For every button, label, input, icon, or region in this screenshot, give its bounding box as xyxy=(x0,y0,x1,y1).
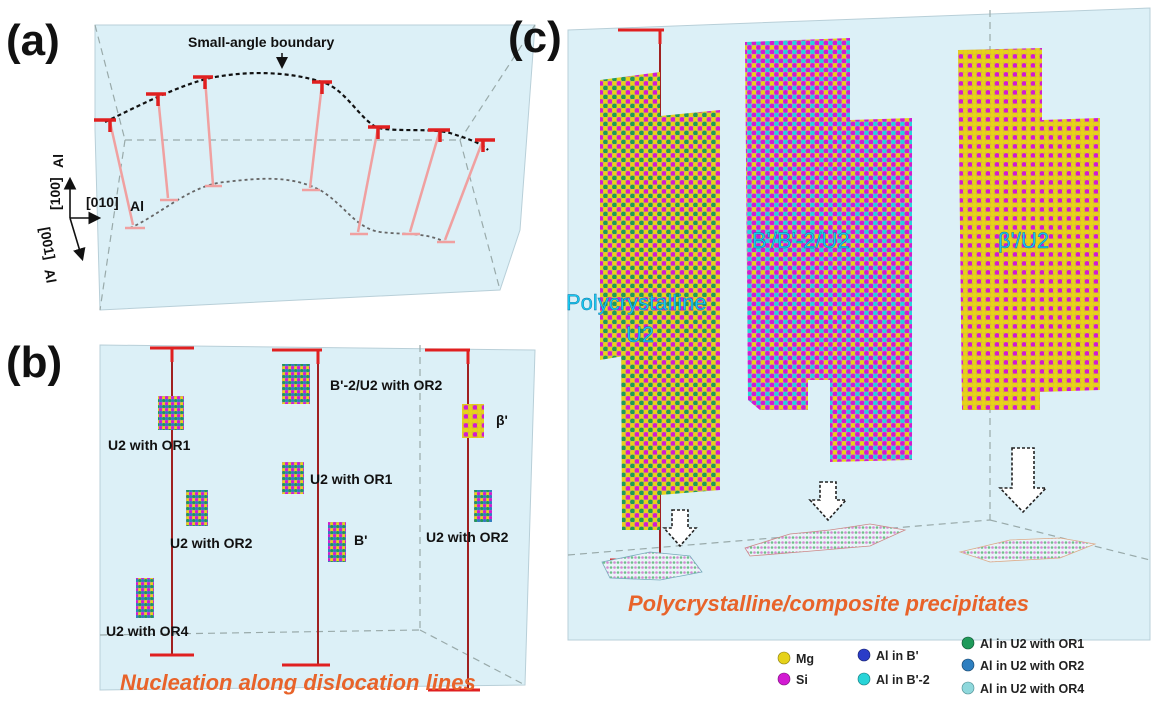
svg-text:[100]: [100] xyxy=(47,177,63,210)
dislocation-symbols-top xyxy=(94,75,495,152)
panel-a-box xyxy=(94,24,536,311)
panel-b-letter: (b) xyxy=(6,338,62,387)
panel-a-letter: (a) xyxy=(6,16,60,65)
footprint-beta-u2 xyxy=(958,537,1097,563)
precipitate-composite xyxy=(745,38,912,462)
nucleus-u2-or4 xyxy=(136,578,154,618)
panel-c-caption: Polycrystalline/composite precipitates xyxy=(628,591,1029,616)
nucleus-u2-or2-right xyxy=(474,490,492,522)
label-u2-or1-left: U2 with OR1 xyxy=(108,437,191,453)
panel-b-caption: Nucleation along dislocation lines xyxy=(120,670,476,695)
footprint-polycrystalline xyxy=(601,551,703,581)
panel-c-letter: (c) xyxy=(508,13,562,62)
projection-arrows xyxy=(662,447,1048,548)
svg-text:[010]: [010] xyxy=(86,194,119,210)
svg-text:[001]: [001] xyxy=(37,226,58,261)
legend-item-al-b-prime-2: Al in B'-2 xyxy=(857,672,930,687)
precipitate-beta-u2 xyxy=(958,48,1100,410)
axis-label-010: [010] Al xyxy=(86,194,144,214)
legend-item-si: Si xyxy=(777,672,808,687)
label-beta-prime: β' xyxy=(496,412,508,428)
panel-b-box-edges xyxy=(99,345,526,686)
dislocation-line-3-symbols xyxy=(425,348,480,692)
label-polycrystalline: Polycrystalline xyxy=(566,290,707,315)
svg-text:Al in U2 with OR4: Al in U2 with OR4 xyxy=(980,682,1084,696)
nucleus-beta-prime xyxy=(462,404,484,438)
atom-legend: Mg Si Al in B' Al in B'-2 Al in U2 with … xyxy=(777,636,1084,696)
axis-label-001: [001] Al xyxy=(37,226,60,285)
legend-item-al-u2-or4: Al in U2 with OR4 xyxy=(961,681,1084,696)
dislocation-symbols-bottom xyxy=(125,184,455,244)
panel-b: (b) U2 with OR1 U2 wi xyxy=(6,338,536,695)
svg-text:Al in U2 with OR2: Al in U2 with OR2 xyxy=(980,659,1084,673)
legend-item-mg: Mg xyxy=(777,651,814,666)
label-u2-or2-right: U2 with OR2 xyxy=(426,529,509,545)
panel-a: (a) Small-angle boundary xyxy=(6,16,536,311)
axis-triad xyxy=(63,176,102,262)
footprint-composite xyxy=(744,523,907,557)
nucleus-u2-or2-left xyxy=(186,490,208,526)
label-b-prime: B' xyxy=(354,532,367,548)
label-u2-or4: U2 with OR4 xyxy=(106,623,189,639)
nucleus-b-prime xyxy=(328,522,346,562)
svg-text:Al in B': Al in B' xyxy=(876,649,919,663)
label-composite: B'/B'-2/U2 xyxy=(752,228,850,253)
dislocation-line-1-symbols xyxy=(150,346,194,657)
small-angle-boundary-label: Small-angle boundary xyxy=(188,34,334,50)
label-u2-or2-left: U2 with OR2 xyxy=(170,535,253,551)
label-beta-u2: β'/U2 xyxy=(998,228,1049,253)
dislocation-lines xyxy=(108,77,485,241)
precipitate-polycrystalline-u2 xyxy=(600,72,720,530)
axis-label-100: [100] Al xyxy=(47,154,66,210)
svg-text:Al in U2 with OR1: Al in U2 with OR1 xyxy=(980,637,1084,651)
dislocation-line-2-symbols xyxy=(272,348,330,667)
lower-boundary-line xyxy=(129,177,446,243)
svg-text:Si: Si xyxy=(796,673,808,687)
legend-item-al-b-prime: Al in B' xyxy=(857,648,919,663)
svg-text:Al: Al xyxy=(50,154,66,168)
panel-c: (c) Polycrystalline U2 B'/B'-2/U2 β'/U2 xyxy=(508,7,1151,641)
svg-text:Al in B'-2: Al in B'-2 xyxy=(876,673,930,687)
nucleus-b2-u2-or2 xyxy=(282,364,310,404)
label-poly-u2: U2 xyxy=(626,322,654,347)
nucleus-u2-or1-left xyxy=(158,396,184,430)
label-u2-or1-middle: U2 with OR1 xyxy=(310,471,393,487)
svg-text:Al: Al xyxy=(130,198,144,214)
small-angle-boundary-line xyxy=(104,72,489,151)
svg-text:Mg: Mg xyxy=(796,652,814,666)
nucleus-u2-or1-middle xyxy=(282,462,304,494)
legend-item-al-u2-or1: Al in U2 with OR1 xyxy=(961,636,1084,651)
label-b2-u2-or2: B'-2/U2 with OR2 xyxy=(330,377,442,393)
legend-item-al-u2-or2: Al in U2 with OR2 xyxy=(961,658,1084,673)
svg-text:Al: Al xyxy=(41,268,59,285)
